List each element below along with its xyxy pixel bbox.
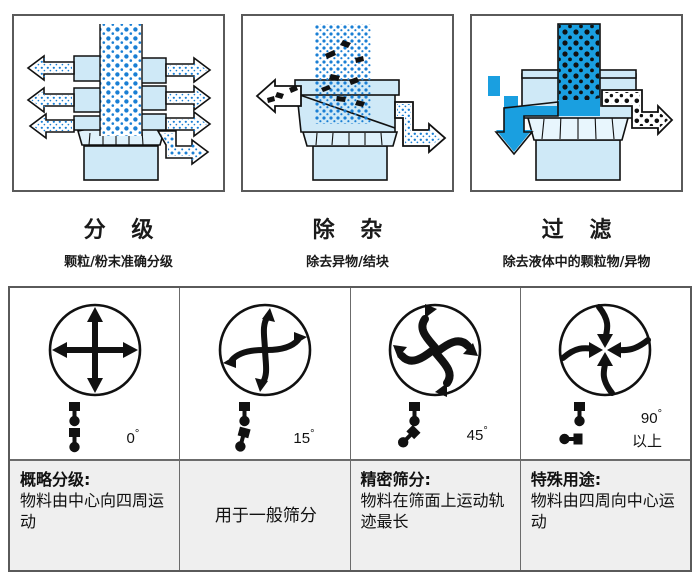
eccentric-weight-indicator-0deg (25, 400, 165, 458)
grading-machine-illustration (16, 18, 221, 188)
application-subtitle: 除去异物/结块 (306, 255, 389, 270)
motion-column-45deg[interactable]: 45° 精密筛分: 物料在筛面上运动轨迹最长 (350, 288, 521, 570)
angle-label-0deg: 0° (126, 428, 140, 447)
application-title: 过 滤 (541, 218, 621, 243)
eccentric-weight-indicator-45deg (365, 400, 505, 458)
motion-body-text: 用于一般筛分 (214, 505, 317, 526)
application-image-frame (241, 14, 454, 192)
filtering-diagram-svg (488, 23, 674, 181)
scalping-diagram-svg (255, 24, 447, 181)
motion-heading: 特殊用途: (530, 470, 602, 489)
application-card-grading[interactable]: 分 级 颗粒/粉末准确分级 (12, 14, 225, 270)
angle-label-45deg: 45° (466, 425, 488, 444)
motion-diagram-cell: 0° (10, 288, 180, 461)
application-image-frame (12, 14, 225, 192)
motion-heading: 精密筛分: (360, 470, 431, 489)
motion-body-text: 物料由四周向中心运动 (530, 491, 675, 531)
motion-diagram-cell: 15° (180, 288, 350, 461)
motion-column-0deg[interactable]: 0° 概略分级: 物料由中心向四周运动 (10, 288, 181, 570)
motion-pattern-gentle-spiral-icon (215, 300, 315, 400)
angle-label-90deg: 90° (640, 408, 662, 427)
angle-label-15deg: 15° (293, 428, 315, 447)
motion-column-15deg[interactable]: 15° 用于一般筛分 (180, 288, 351, 570)
motion-pattern-straight-cross-icon (45, 300, 145, 400)
grading-diagram-svg (26, 24, 212, 181)
scalping-machine-illustration (245, 18, 450, 188)
application-title: 分 级 (83, 218, 163, 243)
motion-description-cell: 用于一般筛分 (180, 461, 350, 570)
eccentric-weight-indicator-15deg (195, 400, 335, 458)
motion-description-cell: 精密筛分: 物料在筛面上运动轨迹最长 (350, 461, 520, 570)
eccentric-weight-indicator-90deg (535, 400, 675, 458)
motion-diagram-cell: 90° 以上 (520, 288, 690, 461)
motion-description-cell: 特殊用途: 物料由四周向中心运动 (520, 461, 690, 570)
motion-pattern-strong-spiral-icon (385, 300, 485, 400)
filtering-machine-illustration (474, 18, 679, 188)
motion-body-text: 物料在筛面上运动轨迹最长 (360, 491, 505, 531)
application-title: 除 杂 (312, 218, 392, 243)
angle-label-90deg-extra: 以上 (631, 432, 662, 450)
application-card-scalping[interactable]: 除 杂 除去异物/结块 (241, 14, 454, 270)
motion-description-cell: 概略分级: 物料由中心向四周运动 (10, 461, 180, 570)
application-subtitle: 除去液体中的颗粒物/异物 (502, 255, 651, 270)
motion-pattern-table: 0° 概略分级: 物料由中心向四周运动 (8, 286, 692, 572)
motion-column-90deg[interactable]: 90° 以上 特殊用途: 物料由四周向中心运动 (520, 288, 690, 570)
motion-heading: 概略分级: (20, 470, 91, 489)
motion-pattern-spiral-inward-icon (555, 300, 655, 400)
motion-body-text: 物料由中心向四周运动 (20, 491, 165, 531)
application-panels-section: 分 级 颗粒/粉末准确分级 (0, 0, 700, 272)
application-subtitle: 颗粒/粉末准确分级 (64, 255, 173, 270)
application-image-frame (470, 14, 683, 192)
motion-diagram-cell: 45° (350, 288, 520, 461)
application-card-filtering[interactable]: 过 滤 除去液体中的颗粒物/异物 (470, 14, 683, 270)
